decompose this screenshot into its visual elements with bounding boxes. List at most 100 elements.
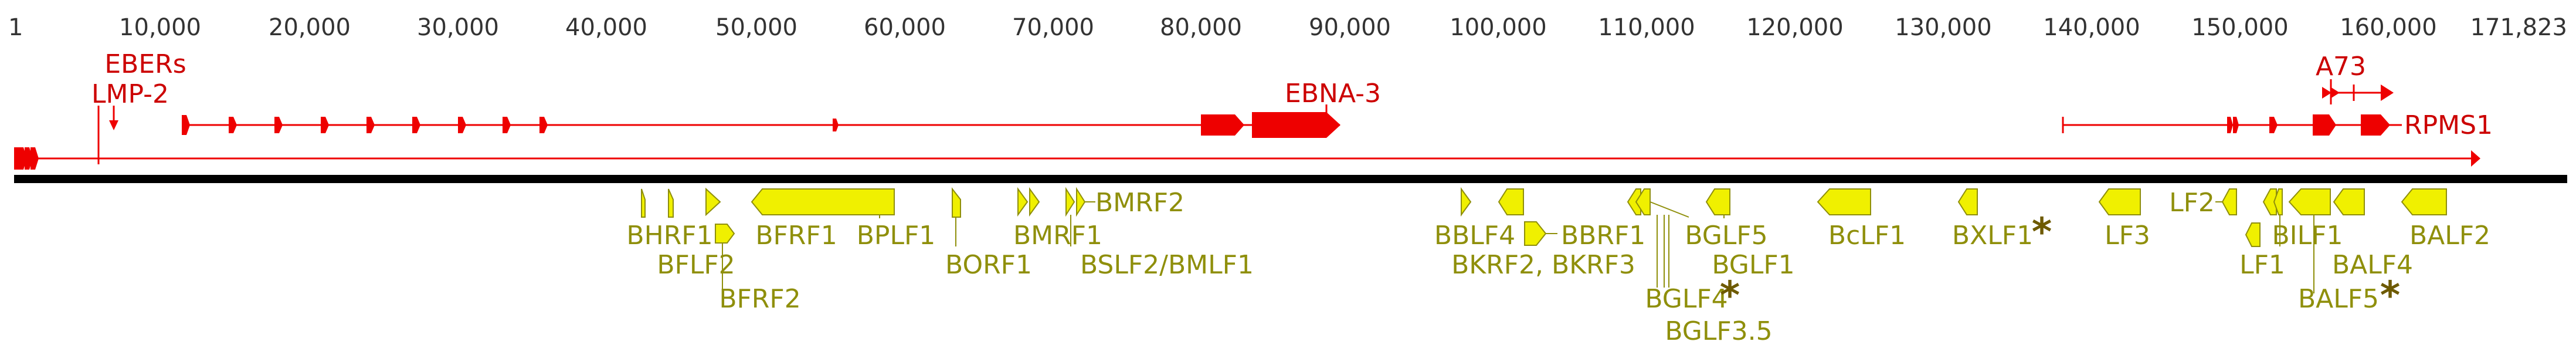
- tick-label: 110,000: [1598, 14, 1695, 41]
- label-balf4: BALF4: [2332, 250, 2413, 280]
- exon-arrow: [412, 117, 420, 133]
- bxlf1-gene: [1957, 188, 1978, 215]
- gene-arrow: [1705, 188, 1730, 215]
- genome-backbone: [14, 175, 2567, 183]
- balf2-gene: [2401, 188, 2447, 215]
- tick-label: 90,000: [1309, 14, 1391, 41]
- bilf1-gene: [2288, 188, 2331, 215]
- tick-label: 140,000: [2043, 14, 2140, 41]
- gene-arrow: [641, 188, 646, 218]
- label-bglf1: BGLF1: [1712, 250, 1794, 280]
- label-lf2: LF2: [2169, 188, 2215, 218]
- tick-label: 160,000: [2340, 14, 2436, 41]
- label-bilf1: BILF1: [2272, 221, 2343, 251]
- gene-arrow: [1461, 187, 1472, 217]
- exon-arrow: [833, 119, 839, 131]
- label-bmrf1: BMRF1: [1013, 221, 1102, 251]
- label-bxlf1: BXLF1: [1952, 221, 2033, 251]
- label-bclf1: BcLF1: [1828, 221, 1906, 251]
- reverse-strand-labels: BHRF1 BFLF2 BFRF2 BFRF1 BPLF1 BORF1 BMRF…: [626, 188, 2490, 346]
- label-balf2: BALF2: [2409, 221, 2490, 251]
- rpms1-exon: [2361, 114, 2390, 136]
- gene-arrow: [705, 187, 721, 217]
- a73-exon: [2313, 114, 2336, 136]
- label-lmp2: LMP-2: [91, 79, 169, 109]
- gene-arrow: [952, 187, 961, 218]
- tick-label: 130,000: [1895, 14, 1991, 41]
- a73-arrow: [2330, 87, 2340, 99]
- leader-line: [1650, 201, 1689, 218]
- gene-arrow: [2262, 188, 2277, 215]
- label-rpms1: RPMS1: [2404, 110, 2493, 140]
- gene-arrow: [1524, 221, 1547, 246]
- gene-arrow: [1076, 187, 1086, 217]
- exon-arrow: [274, 117, 283, 133]
- forward-strand-track: [14, 79, 2480, 170]
- ebna-exon: [1201, 114, 1244, 136]
- label-bglf4: BGLF4: [1645, 284, 1727, 314]
- exon-arrow: [321, 117, 329, 133]
- label-bkrf2-bkrf3: BKRF2, BKRF3: [1451, 250, 1635, 280]
- bxlf1-asterisk: *: [2032, 210, 2052, 255]
- balf5-asterisk: *: [2380, 273, 2401, 318]
- exon-arrow: [458, 117, 466, 133]
- scale-axis: 1 10,000 20,000 30,000 40,000 50,000 60,…: [8, 14, 2567, 41]
- label-bhrf1: BHRF1: [626, 221, 712, 251]
- bclf1-gene: [1817, 188, 1871, 215]
- gene-arrow: [715, 224, 735, 244]
- label-leaders: [722, 201, 2314, 293]
- exon-arrow: [182, 115, 190, 135]
- label-bflf2: BFLF2: [657, 250, 735, 280]
- gene-arrow: [1627, 188, 1641, 215]
- exon-arrow: [366, 117, 375, 133]
- ebers-arrow: [109, 120, 118, 130]
- tick-label: 150,000: [2191, 14, 2288, 41]
- label-ebers: EBERs: [104, 49, 186, 79]
- tick-label: 100,000: [1450, 14, 1546, 41]
- lf2-gene: [2221, 188, 2237, 215]
- exon-arrow: [2227, 117, 2233, 133]
- label-balf5: BALF5: [2298, 284, 2379, 314]
- tick-label: 120,000: [1746, 14, 1843, 41]
- label-borf1: BORF1: [945, 250, 1032, 280]
- gene-arrow: [1017, 187, 1029, 217]
- a73-arrow: [2381, 85, 2394, 101]
- lf3-gene: [2098, 188, 2141, 215]
- exon-arrow: [539, 117, 548, 133]
- tick-label: 171,823: [2470, 14, 2567, 41]
- exon-arrow: [2269, 117, 2278, 133]
- tick-label: 50,000: [715, 14, 797, 41]
- tick-label: 60,000: [864, 14, 946, 41]
- label-bglf3-5: BGLF3.5: [1665, 316, 1772, 346]
- label-bfrf1: BFRF1: [755, 221, 837, 251]
- label-bbrf1: BBRF1: [1561, 221, 1645, 251]
- exon-arrow: [229, 117, 237, 133]
- bfrf1-gene: [751, 188, 895, 215]
- gene-arrow: [1065, 187, 1075, 217]
- tick-label: 20,000: [269, 14, 351, 41]
- exon-arrow: [503, 117, 511, 133]
- gene-arrow: [1029, 187, 1040, 217]
- gene-arrow: [1498, 188, 1524, 215]
- label-bfrf2: BFRF2: [719, 284, 800, 314]
- bglf4-asterisk: *: [1720, 273, 1740, 318]
- gene-arrow: [668, 188, 674, 218]
- tick-label: 1: [8, 14, 23, 41]
- label-bslf2-bmlf1: BSLF2/BMLF1: [1080, 250, 1254, 280]
- lf1-gene: [2245, 222, 2261, 247]
- label-a73: A73: [2316, 52, 2366, 82]
- label-bmrf2: BMRF2: [1095, 188, 1185, 218]
- label-bblf4: BBLF4: [1434, 221, 1515, 251]
- tick-label: 30,000: [417, 14, 499, 41]
- a73-arrow: [2322, 87, 2331, 99]
- tick-label: 40,000: [565, 14, 647, 41]
- label-bplf1: BPLF1: [857, 221, 936, 251]
- reverse-strand-track: [641, 187, 2447, 247]
- ebna3-exon: [1252, 112, 1340, 138]
- exon-arrow: [2233, 117, 2239, 133]
- gene-arrow: [1635, 188, 1651, 215]
- balf4-gene: [2333, 188, 2365, 215]
- label-ebna3: EBNA-3: [1285, 79, 1381, 109]
- tick-label: 80,000: [1160, 14, 1242, 41]
